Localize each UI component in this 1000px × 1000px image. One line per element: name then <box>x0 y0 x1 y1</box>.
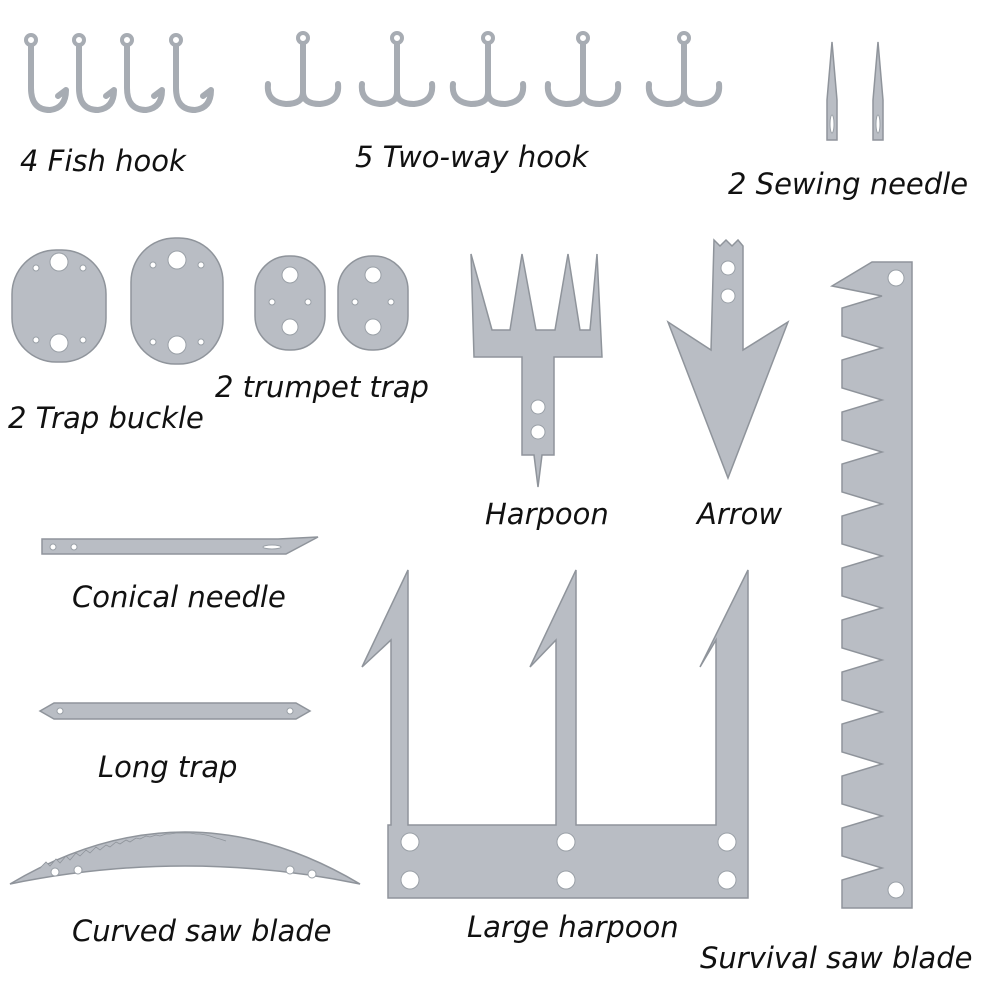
long-trap <box>38 702 312 720</box>
two-way-hook <box>449 31 527 107</box>
conical-needle <box>41 536 319 555</box>
label-trumpet-trap: 2 trumpet trap <box>215 370 429 404</box>
trumpet-trap <box>337 255 409 351</box>
label-trap-buckle: 2 Trap buckle <box>8 401 204 435</box>
fish-hook <box>24 33 69 113</box>
fish-hooks <box>24 33 214 113</box>
fish-hook <box>169 33 214 113</box>
label-large-harpoon: Large harpoon <box>467 910 679 944</box>
survival-saw-blade <box>829 261 913 909</box>
label-sewing-needle: 2 Sewing needle <box>728 167 969 201</box>
trumpet-trap <box>254 255 326 351</box>
trap-buckle <box>130 237 224 365</box>
trap-buckles <box>11 237 224 365</box>
label-fish-hook: 4 Fish hook <box>20 144 186 178</box>
two-way-hook <box>544 31 622 107</box>
sewing-needle <box>826 41 838 141</box>
arrow <box>666 238 790 481</box>
label-arrow: Arrow <box>697 497 783 531</box>
curved-saw-blade <box>9 831 361 885</box>
two-way-hooks <box>264 31 723 107</box>
fish-hook <box>120 33 165 113</box>
sewing-needle <box>872 41 884 141</box>
label-conical-needle: Conical needle <box>72 580 286 614</box>
two-way-hook <box>358 31 436 107</box>
fish-hook <box>72 33 117 113</box>
sewing-needles <box>826 41 884 141</box>
label-curved-saw-blade: Curved saw blade <box>72 914 332 948</box>
trumpet-traps <box>254 255 409 351</box>
harpoon <box>470 253 603 488</box>
label-long-trap: Long trap <box>98 750 238 784</box>
two-way-hook <box>645 31 723 107</box>
trap-buckle <box>11 249 107 363</box>
large-harpoon <box>361 569 749 899</box>
label-harpoon: Harpoon <box>485 497 609 531</box>
two-way-hook <box>264 31 342 107</box>
label-two-way-hook: 5 Two-way hook <box>355 140 589 174</box>
label-survival-saw-blade: Survival saw blade <box>700 941 973 975</box>
